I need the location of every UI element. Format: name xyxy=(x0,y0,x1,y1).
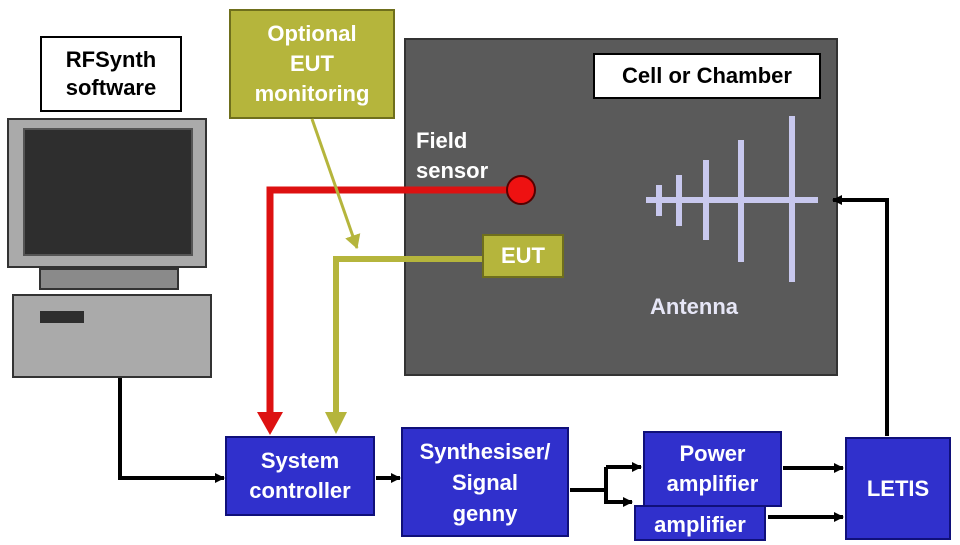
monitor-screen xyxy=(23,128,193,256)
power-amplifier-box: Power amplifier xyxy=(643,431,782,507)
software-label: RFSynth software xyxy=(40,36,182,112)
letis-antenna-wire xyxy=(832,195,889,436)
monitoring-wire xyxy=(310,118,361,249)
synth-amp2-wire xyxy=(604,490,633,507)
drive-slot xyxy=(40,311,84,323)
eut-box: EUT xyxy=(482,234,564,278)
eut-wire xyxy=(333,256,482,418)
field-sensor-icon xyxy=(506,175,536,205)
system-controller-box: System controller xyxy=(225,436,375,516)
antenna-label: Antenna xyxy=(650,294,738,319)
sensor-wire xyxy=(266,186,520,418)
antenna-icon xyxy=(646,116,818,282)
letis-box: LETIS xyxy=(845,437,951,540)
pc-wire xyxy=(118,378,225,483)
synth-split-wire xyxy=(570,467,608,492)
eut-wire-arrowhead xyxy=(325,412,347,434)
synthesiser-box: Synthesiser/ Signal genny xyxy=(401,427,569,537)
eut-monitoring-box: Optional EUT monitoring xyxy=(229,9,395,119)
monitor-stand xyxy=(39,268,179,290)
sensor-wire-arrowhead xyxy=(257,412,283,435)
computer-icon xyxy=(7,118,212,378)
field-sensor-label: Field sensor xyxy=(416,128,489,183)
chamber-label: Cell or Chamber xyxy=(593,53,821,99)
desktop-case xyxy=(12,294,212,378)
